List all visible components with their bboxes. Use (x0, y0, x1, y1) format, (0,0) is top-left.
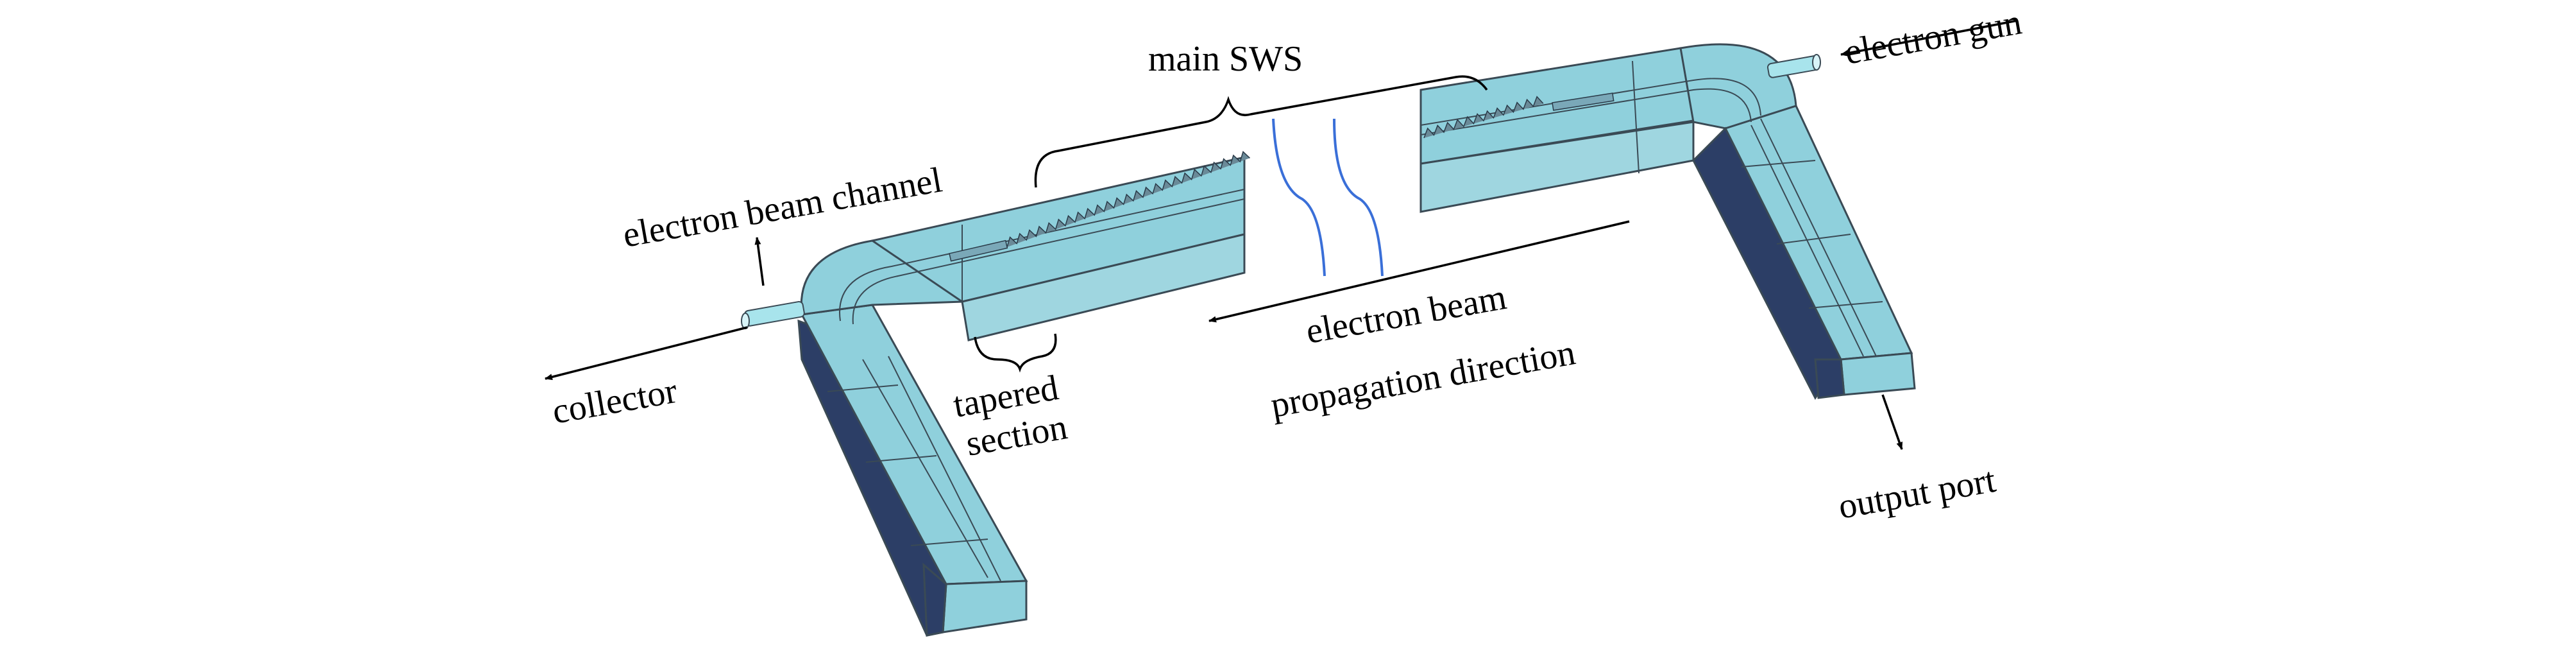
propagation-label-line1: electron beam (1303, 277, 1509, 352)
electron-gun-pipe (1767, 54, 1821, 78)
collector-pipe (741, 300, 805, 329)
left-leg-end-side (922, 562, 947, 637)
left-groove (839, 189, 1245, 322)
right-waveguide-segment (1419, 43, 1916, 400)
tapered-section-brace (974, 333, 1057, 373)
right-leg-end-side (1814, 358, 1845, 399)
output-port-arrow (1881, 394, 1903, 450)
electron-beam-channel-arrow (754, 237, 765, 286)
electron-gun-arrow (1840, 19, 2018, 56)
break-line-left (1272, 118, 1326, 277)
break-line-right (1333, 118, 1384, 277)
left-sws-teeth (949, 151, 1251, 262)
main-sws-brace (1034, 75, 1488, 188)
left-arm-front-face (961, 233, 1246, 341)
right-leg-end-cap (1840, 352, 1916, 396)
collector-label: collector (549, 371, 680, 432)
output-port-label: output port (1835, 460, 1999, 527)
collector-arrow (545, 326, 748, 381)
right-sws-teeth (1423, 92, 1614, 139)
break-lines (1272, 118, 1384, 277)
propagation-arrow (1208, 220, 1630, 323)
left-leg-end-cap (942, 580, 1028, 634)
arrows (545, 19, 2018, 450)
main-sws-label: main SWS (1148, 39, 1303, 79)
electron-gun-label: electron gun (1842, 2, 2024, 72)
